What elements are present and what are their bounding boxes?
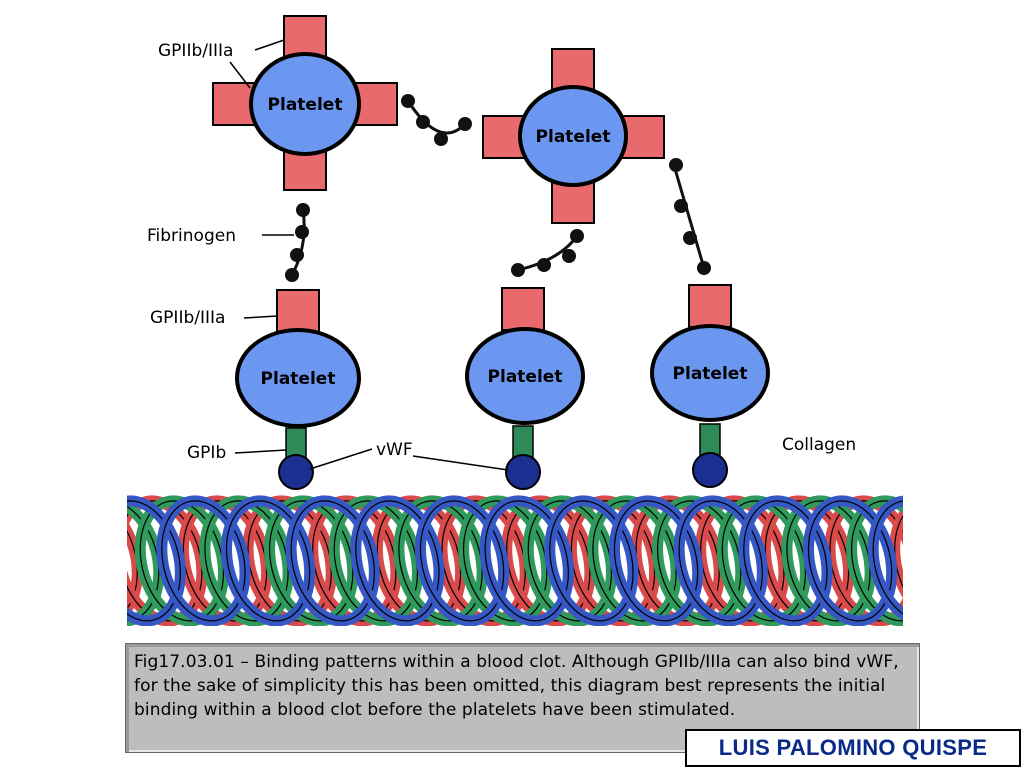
gpib-receptor — [512, 425, 534, 459]
platelet-label: Platelet — [488, 367, 563, 387]
collagen-strand-outline — [743, 500, 828, 622]
fibrinogen-chain-top — [401, 94, 472, 146]
vwf-ball — [278, 454, 314, 490]
gpiib-iiia-receptor — [621, 115, 665, 159]
fibrinogen-label: Fibrinogen — [147, 226, 236, 246]
platelet-label: Platelet — [536, 127, 611, 147]
collagen-label: Collagen — [782, 435, 856, 455]
platelet-top-left: Platelet — [212, 15, 398, 191]
collagen-strand-outline — [678, 500, 763, 622]
collagen-strand-outline — [807, 500, 893, 622]
fibrinogen-chain-left — [285, 203, 310, 282]
collagen-strand-outline — [484, 500, 569, 622]
author-name: LUIS PALOMINO QUISPE — [718, 735, 988, 760]
gpiib-iiia-label-top: GPIIb/IIIa — [158, 41, 233, 61]
vwf-ball — [505, 454, 541, 490]
gpiib-iiia-receptor — [276, 289, 320, 333]
platelet-label: Platelet — [261, 369, 336, 389]
collagen-strand-outline — [355, 500, 440, 622]
platelet-label: Platelet — [673, 364, 748, 384]
gpib-label: GPIb — [187, 443, 226, 463]
collagen-strand-outline — [894, 500, 903, 622]
collagen-strand-outline — [419, 500, 505, 622]
collagen-strand-outline — [926, 492, 1024, 630]
vwf-ball — [692, 452, 728, 488]
fibrinogen-chain-right — [669, 158, 711, 275]
platelet-bottom-right: Platelet — [650, 284, 770, 488]
platelet-bottom-middle: Platelet — [465, 287, 585, 490]
figure-caption-box: Fig17.03.01 – Binding patterns within a … — [125, 643, 920, 753]
platelet-label: Platelet — [268, 95, 343, 115]
gpiib-iiia-receptor — [283, 15, 327, 59]
gpiib-iiia-receptor — [482, 115, 526, 159]
author-badge: LUIS PALOMINO QUISPE — [685, 729, 1021, 767]
figure-caption: Fig17.03.01 – Binding patterns within a … — [134, 652, 899, 720]
collagen-strand-outline — [850, 500, 903, 622]
gpiib-iiia-label-middle: GPIIb/IIIa — [150, 308, 225, 328]
collagen-strand-outline — [613, 500, 699, 622]
vwf-label: vWF — [376, 440, 413, 460]
gpiib-iiia-receptor — [354, 82, 398, 126]
gpiib-iiia-receptor — [551, 180, 595, 224]
collagen-strand-outline — [549, 500, 634, 622]
collagen-helix — [127, 488, 1024, 630]
gpiib-iiia-receptor — [212, 82, 256, 126]
platelet-bottom-left: Platelet — [235, 289, 361, 490]
collagen-strand-outline — [872, 500, 903, 622]
fibrinogen-chain-middle — [511, 229, 584, 277]
platelet-top-right: Platelet — [482, 48, 665, 224]
collagen-strand-outline — [161, 500, 246, 622]
collagen-strand-outline — [127, 500, 138, 622]
collagen-strand-outline — [904, 492, 1011, 630]
leader-lines — [229, 39, 509, 471]
gpiib-iiia-receptor — [551, 48, 595, 92]
collagen-strand — [904, 492, 1011, 630]
collagen-strand-outline — [225, 500, 311, 622]
gpiib-iiia-receptor — [501, 287, 545, 331]
collagen-strand-outline — [127, 500, 181, 622]
gpiib-iiia-receptor — [688, 284, 732, 328]
collagen-strand-outline — [290, 500, 375, 622]
collagen-strand — [926, 492, 1024, 630]
